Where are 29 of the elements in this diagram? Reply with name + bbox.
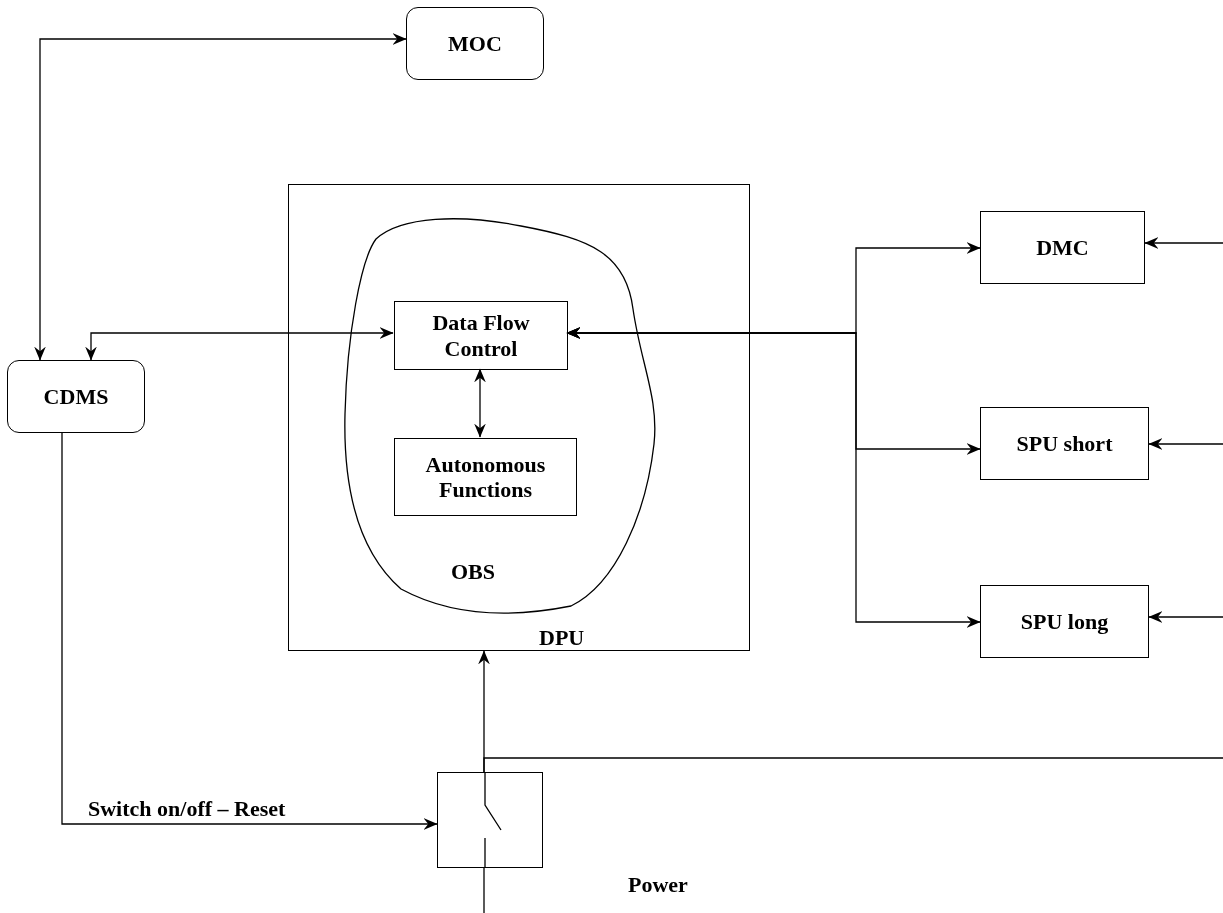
- node-label: DMC: [1036, 234, 1089, 261]
- arrow: [1144, 237, 1223, 249]
- arrow: [1148, 611, 1223, 623]
- node-label: OBS: [451, 559, 496, 585]
- node-label: Data Flow Control: [431, 310, 531, 361]
- arrow: [85, 327, 394, 361]
- arrow: [1148, 438, 1223, 450]
- process-box: [980, 407, 1149, 480]
- node-label: MOC: [448, 30, 502, 57]
- process-box: [394, 438, 577, 516]
- arrow: [34, 33, 407, 361]
- process-box: [980, 211, 1145, 284]
- rounded-box: [7, 360, 145, 433]
- node-label: SPU short: [1016, 430, 1113, 457]
- rounded-box: [406, 7, 544, 80]
- container-box: [288, 184, 750, 651]
- connector-line: [483, 867, 485, 913]
- node-label: CDMS: [43, 383, 109, 410]
- arrow: [474, 368, 486, 438]
- node-label: DPU: [539, 625, 585, 651]
- node-label: SPU long: [1020, 608, 1109, 635]
- arrow: [566, 327, 981, 628]
- process-box: [394, 301, 568, 370]
- connector-line: [483, 757, 1223, 773]
- text-label: Power: [628, 872, 688, 898]
- arrow: [61, 432, 438, 830]
- process-box: [980, 585, 1149, 658]
- switch-box: [437, 772, 543, 868]
- node-label: Autonomous Functions: [424, 451, 547, 503]
